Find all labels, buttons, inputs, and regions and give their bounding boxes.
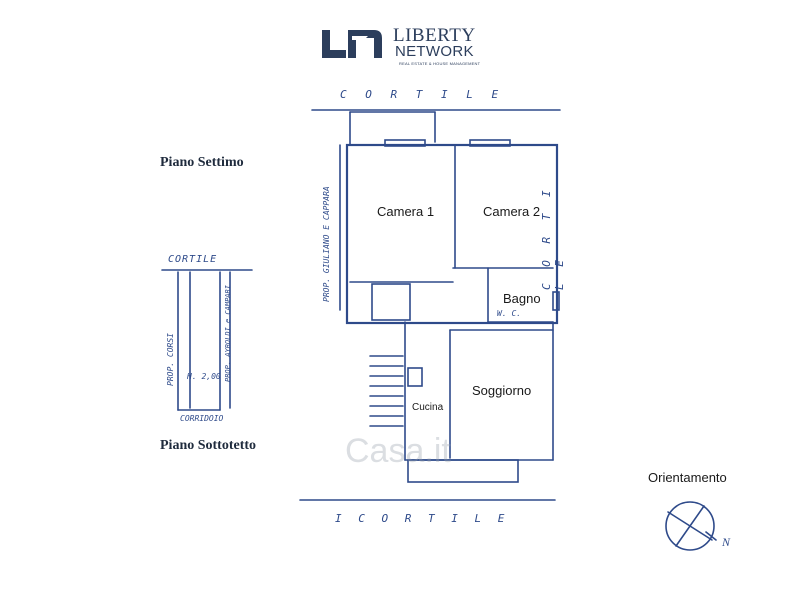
compass-north-label: N xyxy=(722,535,731,549)
floor-title-main: Piano Settimo xyxy=(160,155,244,170)
room-label-soggiorno: Soggiorno xyxy=(472,383,532,398)
liberty-network-logo-icon xyxy=(322,30,382,58)
annotation-cortile-right: C O R T I L E xyxy=(540,185,566,290)
orientation-label: Orientamento xyxy=(648,470,727,485)
annotation-wc: W. C. xyxy=(497,309,522,318)
annotation-height: H. 2,00 xyxy=(187,372,221,381)
annotation-prop-left: PROP. GIULIANO E CAPPARA xyxy=(322,186,331,302)
brand-tagline: REAL ESTATE & HOUSE MANAGEMENT xyxy=(399,61,481,66)
brand-name-line1: LIBERTY xyxy=(393,25,476,46)
room-label-cucina: Cucina xyxy=(412,402,444,413)
annotation-prop-attic-right: PROP. AYROLDI e CAMPARI xyxy=(224,285,232,382)
annotation-corridoio: CORRIDOIO xyxy=(180,414,224,423)
floor-title-attic: Piano Sottotetto xyxy=(160,438,257,453)
room-label-camera1: Camera 1 xyxy=(377,204,435,219)
brand-name-line2: NETWORK xyxy=(395,43,474,60)
annotation-cortile-attic: CORTILE xyxy=(168,254,218,265)
annotation-cortile-bottom: I C O R T I L E xyxy=(335,512,510,525)
room-label-camera2: Camera 2 xyxy=(483,204,541,219)
annotation-prop-corsi: PROP. CORSI xyxy=(166,333,175,386)
watermark-text: Casa.it xyxy=(345,432,451,470)
room-label-bagno: Bagno xyxy=(503,291,541,306)
annotation-cortile-top: C O R T I L E xyxy=(340,88,505,101)
